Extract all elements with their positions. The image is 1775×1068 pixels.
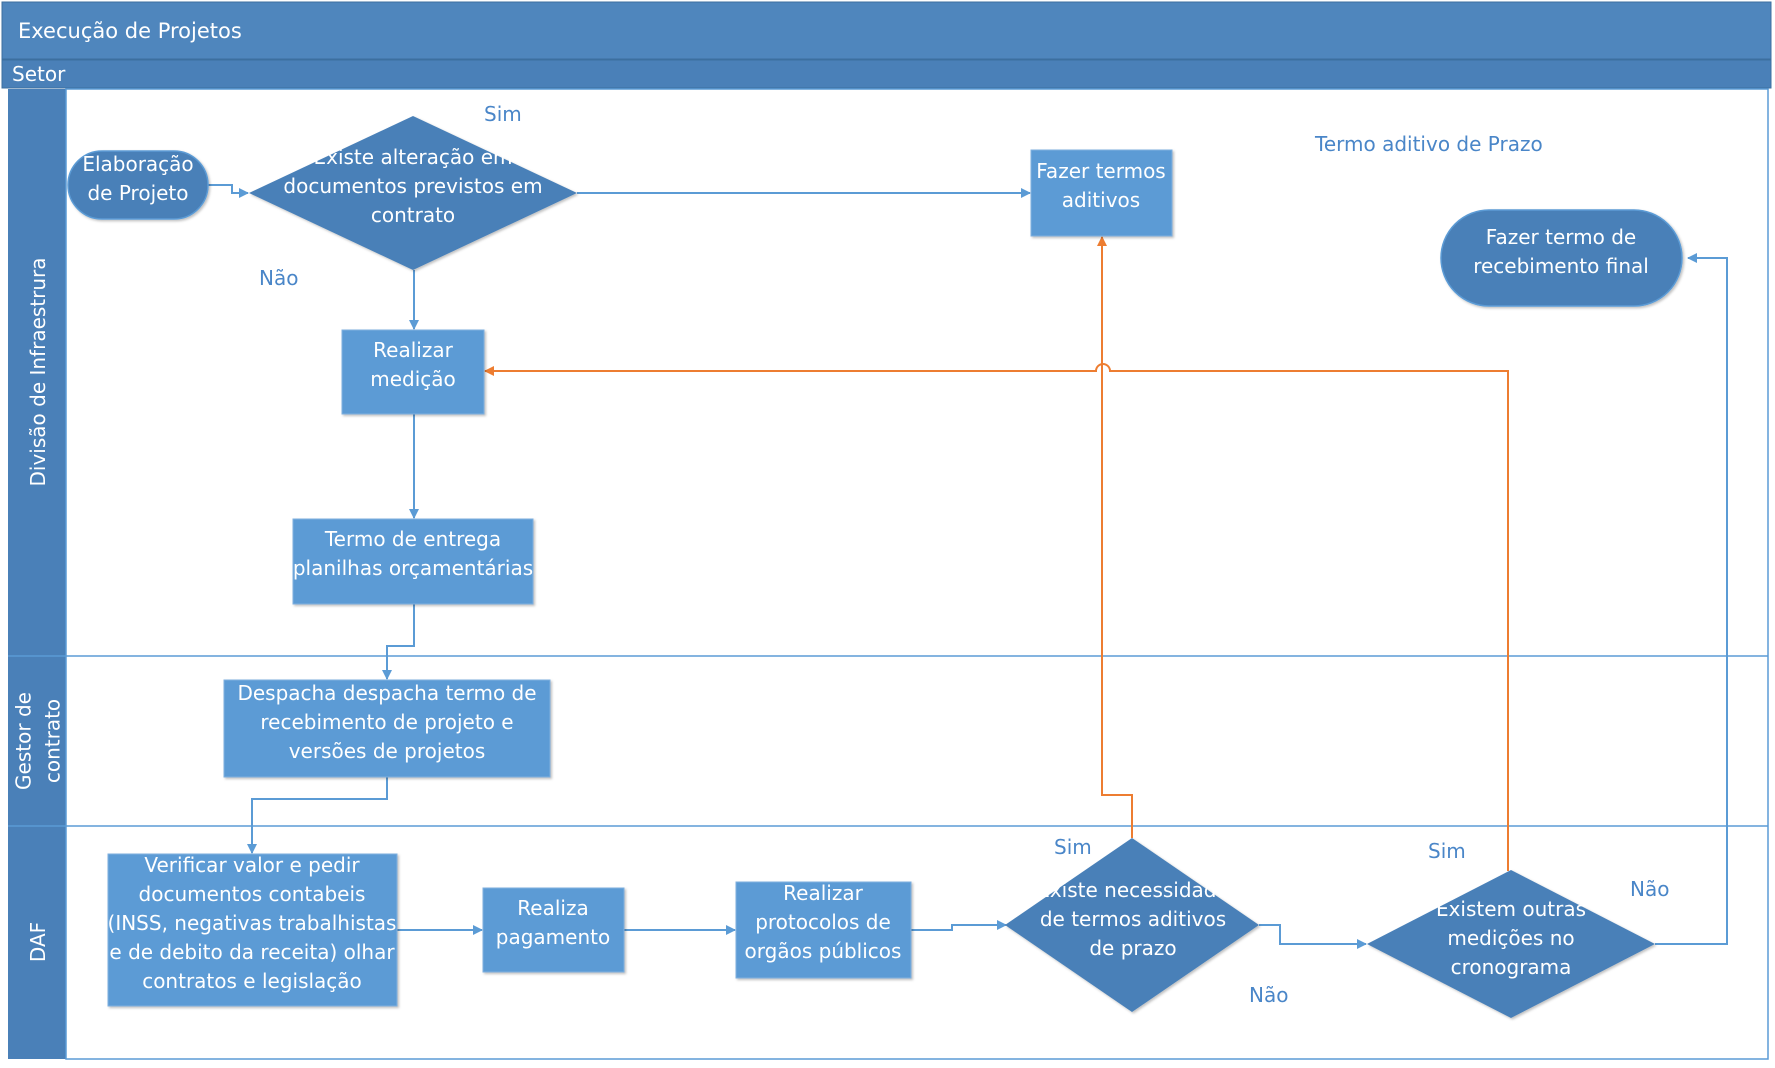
label-sim-alteracao: Sim	[484, 102, 522, 126]
node-verificar-valor	[107, 853, 398, 1007]
lane-label-infra: Divisão de Infraestrura	[26, 257, 50, 486]
lane-header-gestor	[8, 656, 66, 826]
node-fazer-termos-aditivos	[1030, 149, 1173, 237]
node-decision-alteracao	[249, 116, 577, 270]
edge-elaboracao-to-decision	[208, 184, 249, 198]
node-termo-entrega	[292, 518, 534, 605]
lanes-frame	[65, 88, 1769, 1060]
node-realizar-medicao	[341, 329, 485, 415]
edge-termo-entrega-to-despacha	[382, 604, 415, 680]
label-sim-necessidade: Sim	[1054, 835, 1092, 859]
lane-header-daf	[8, 826, 66, 1059]
label-termo-aditivo-prazo: Termo aditivo de Prazo	[1314, 132, 1543, 156]
setor-label: Setor	[12, 62, 66, 86]
label-nao-alteracao: Não	[259, 266, 298, 290]
edge-necessidade-sim-to-fazer-termos	[1097, 236, 1133, 838]
label-nao-necessidade: Não	[1249, 983, 1288, 1007]
setor-bar	[1, 59, 1772, 89]
lane-label-daf: DAF	[26, 922, 50, 962]
node-decision-necessidade	[1005, 838, 1259, 1012]
edge-protocolos-to-necessidade	[911, 920, 1007, 931]
edge-despacha-to-verificar	[247, 777, 388, 854]
node-recebimento-final	[1440, 209, 1683, 307]
node-despacha	[223, 679, 551, 778]
node-elaboracao-projeto	[67, 150, 209, 220]
node-realiza-pagamento	[482, 887, 625, 973]
edge-outras-sim-to-medicao	[484, 363, 1509, 871]
node-realizar-protocolos	[735, 881, 912, 979]
title-bar	[1, 1, 1772, 60]
node-decision-outras-medicoes	[1367, 870, 1655, 1018]
blue-connectors	[208, 184, 1728, 949]
orange-connectors	[484, 236, 1509, 871]
label-sim-outras: Sim	[1428, 839, 1466, 863]
diagram-title: Execução de Projetos	[18, 19, 242, 43]
edge-outras-to-recebimento-final	[1655, 253, 1728, 945]
label-nao-outras: Não	[1630, 877, 1669, 901]
edge-necessidade-to-outras	[1259, 924, 1367, 949]
lane-header-infra	[8, 89, 66, 656]
